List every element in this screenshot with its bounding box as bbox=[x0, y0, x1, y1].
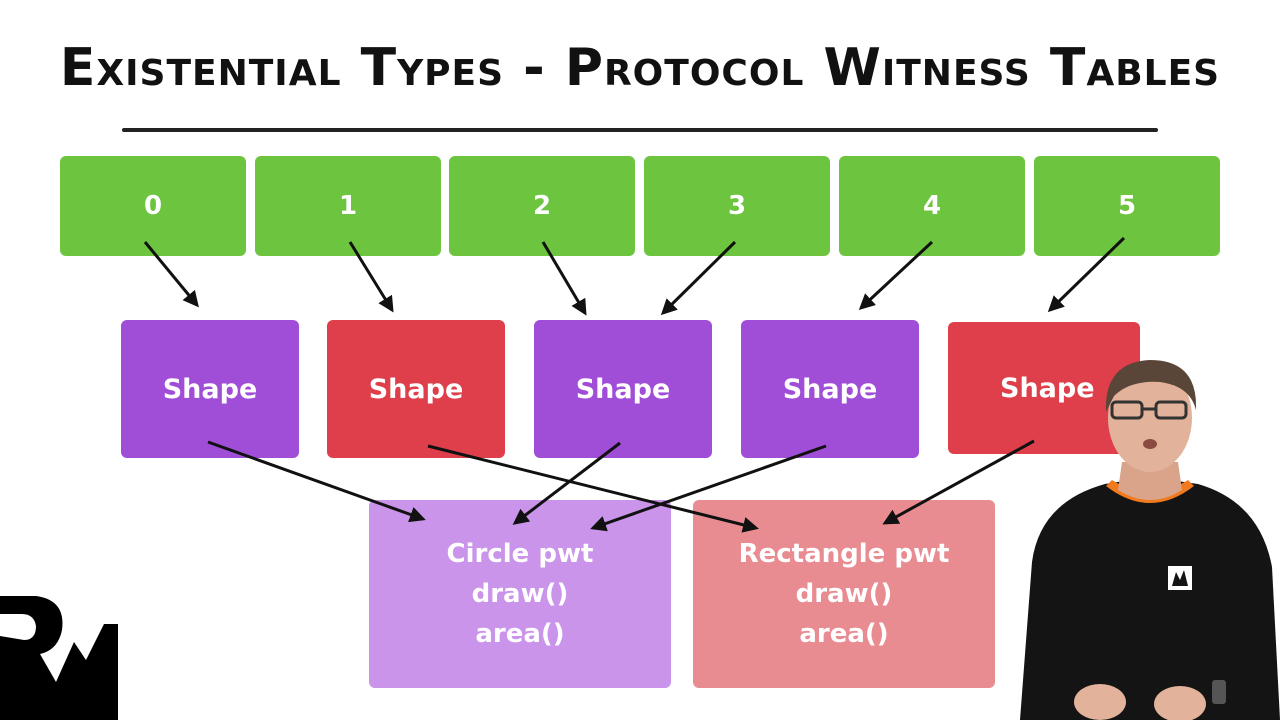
slot-label: 3 bbox=[727, 191, 747, 221]
pwt-title: Rectangle pwt bbox=[738, 539, 950, 569]
shape-box-4: Shape bbox=[948, 322, 1140, 454]
shape-label: Shape bbox=[1000, 372, 1095, 404]
title-underline bbox=[122, 128, 1158, 132]
pwt-method: draw() bbox=[795, 579, 893, 609]
array-slot-0: 0 bbox=[60, 156, 246, 256]
raywenderlich-logo-icon bbox=[0, 596, 118, 720]
rectangle-pwt-box: Rectangle pwt draw() area() bbox=[693, 500, 995, 688]
pwt-method: area() bbox=[799, 619, 889, 649]
slot-label: 4 bbox=[922, 191, 942, 221]
array-slot-2: 2 bbox=[449, 156, 635, 256]
shape-label: Shape bbox=[368, 373, 464, 405]
shape-box-3: Shape bbox=[741, 320, 919, 458]
slot-label: 5 bbox=[1117, 191, 1137, 221]
shape-label: Shape bbox=[575, 373, 671, 405]
array-slot-5: 5 bbox=[1034, 156, 1220, 256]
shape-box-1: Shape bbox=[327, 320, 505, 458]
pwt-method: area() bbox=[475, 619, 565, 649]
slot-label: 2 bbox=[532, 191, 552, 221]
slot-label: 0 bbox=[143, 191, 163, 221]
pwt-title: Circle pwt bbox=[446, 539, 594, 569]
circle-pwt-box: Circle pwt draw() area() bbox=[369, 500, 671, 688]
pwt-method: draw() bbox=[471, 579, 569, 609]
array-slot-3: 3 bbox=[644, 156, 830, 256]
shape-label: Shape bbox=[162, 373, 258, 405]
presenter-video bbox=[1020, 360, 1280, 720]
slot-label: 1 bbox=[338, 191, 358, 221]
shape-label: Shape bbox=[782, 373, 878, 405]
array-slot-1: 1 bbox=[255, 156, 441, 256]
shape-box-0: Shape bbox=[121, 320, 299, 458]
array-slot-4: 4 bbox=[839, 156, 1025, 256]
shape-box-2: Shape bbox=[534, 320, 712, 458]
slide-title: Existential Types - Protocol Witness Tab… bbox=[59, 38, 1221, 98]
